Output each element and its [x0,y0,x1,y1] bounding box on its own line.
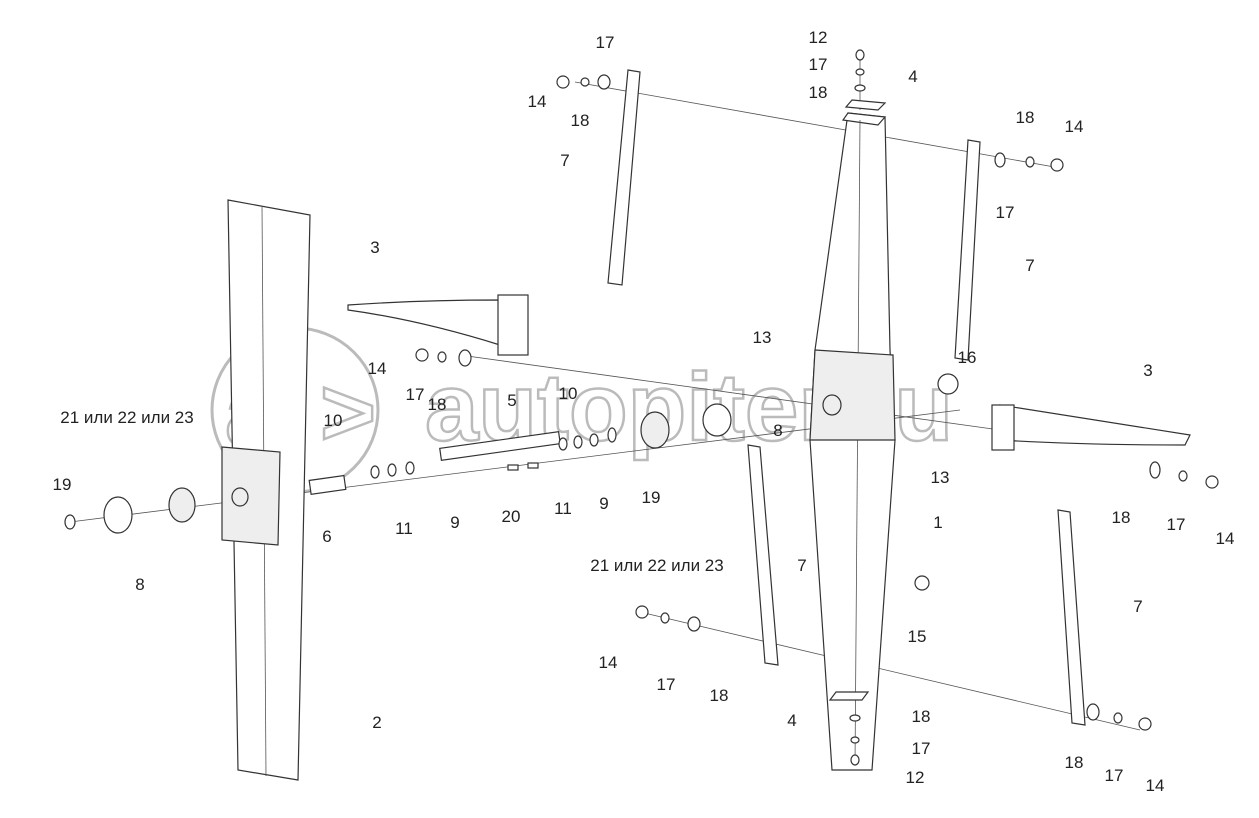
callout-label: 14 [528,92,547,111]
callout-label: 17 [596,33,615,52]
part-3-brackets [347,294,1191,451]
callout-label: 6 [322,527,331,546]
callout-label: 5 [507,391,516,410]
callout-label: 21 или 22 или 23 [590,556,723,575]
part-2-beam [221,199,311,781]
callout-label: 19 [53,475,72,494]
callout-label: 9 [450,513,459,532]
callout-label: 14 [1146,776,1165,795]
callout-label: 17 [809,55,828,74]
callout-label: 8 [135,575,144,594]
callout-label: 17 [912,739,931,758]
callout-label: 18 [571,111,590,130]
callout-label: 10 [324,411,343,430]
callout-label: 4 [908,67,917,86]
callout-label: 18 [809,83,828,102]
callout-label: 18 [1065,753,1084,772]
callout-label: 18 [1112,508,1131,527]
small-parts [64,49,1219,766]
callout-label: 4 [787,711,796,730]
callout-label: 12 [809,28,828,47]
callout-label: 10 [559,384,578,403]
callout-label: 17 [996,203,1015,222]
callout-label: 14 [1216,529,1235,548]
part-1-beam [809,99,896,771]
callout-label: 1 [933,513,942,532]
callout-label: 7 [560,151,569,170]
callout-label: 8 [773,421,782,440]
callout-label: 7 [1133,597,1142,616]
callout-label: 18 [1016,108,1035,127]
watermark-arrow: > [320,359,376,466]
callout-label: 17 [406,385,425,404]
callout-label: 2 [372,713,381,732]
callout-label: 21 или 22 или 23 [60,408,193,427]
callout-label: 11 [395,519,413,538]
callout-label: 14 [599,653,618,672]
callout-label: 17 [657,675,676,694]
callout-label: 18 [710,686,729,705]
callout-label: 13 [753,328,772,347]
callout-label: 14 [368,359,387,378]
callout-label: 12 [906,768,925,787]
callout-label: 18 [428,395,447,414]
part-7-strips [607,69,1086,726]
callout-label: 11 [554,499,572,518]
callout-label: 7 [797,556,806,575]
callout-label: 7 [1025,256,1034,275]
callout-label: 3 [1143,361,1152,380]
callout-label: 15 [908,627,927,646]
callout-label: 17 [1105,766,1124,785]
callout-label: 14 [1065,117,1084,136]
callout-label: 20 [502,507,521,526]
callout-label: 17 [1167,515,1186,534]
callout-label: 13 [931,468,950,487]
callout-label: 19 [642,488,661,507]
callout-label: 18 [912,707,931,726]
callout-label: 16 [958,348,977,367]
callout-label: 3 [370,238,379,257]
callout-label: 9 [599,494,608,513]
